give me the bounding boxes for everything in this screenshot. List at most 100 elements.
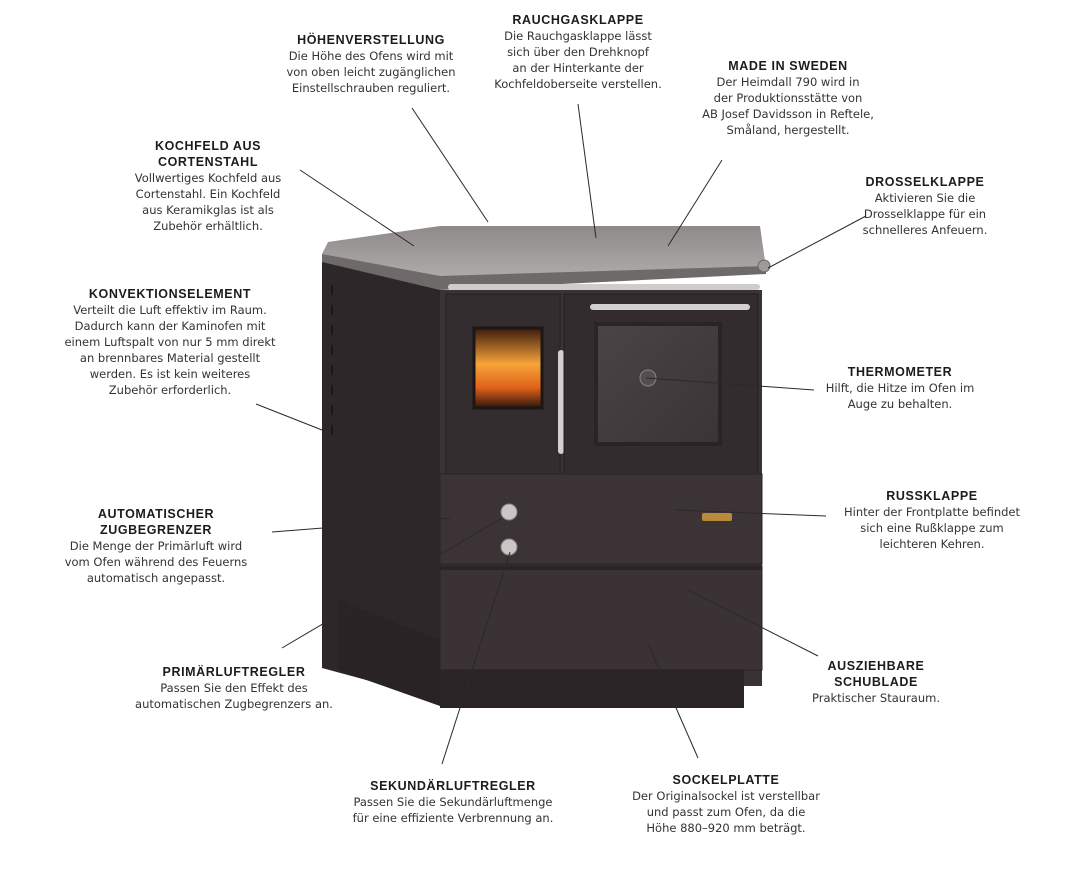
plinth-side bbox=[338, 600, 440, 706]
callout-text: Auge zu behalten. bbox=[847, 397, 953, 411]
callout-kochfeld: KOCHFELD AUS CORTENSTAHL Vollwertiges Ko… bbox=[108, 138, 308, 234]
callout-russklappe: RUSSKLAPPE Hinter der Frontplatte befind… bbox=[826, 488, 1038, 552]
callout-title: SEKUNDÄRLUFTREGLER bbox=[370, 779, 536, 793]
callout-text: Drosselklappe für ein bbox=[863, 207, 987, 221]
callout-text: werden. Es ist kein weiteres bbox=[89, 367, 251, 381]
callout-title: SOCKELPLATTE bbox=[672, 773, 780, 787]
callout-text: Praktischer Stauraum. bbox=[812, 691, 940, 705]
callout-title-line-2: CORTENSTAHL bbox=[157, 155, 259, 169]
callout-sekundaerluftregler: SEKUNDÄRLUFTREGLER Passen Sie die Sekund… bbox=[338, 778, 568, 826]
callout-title: RAUCHGASKLAPPE bbox=[512, 13, 644, 27]
callout-text: Die Höhe des Ofens wird mit bbox=[288, 49, 454, 63]
callout-text: vom Ofen während des Feuerns bbox=[64, 555, 248, 569]
callout-text: Aktivieren Sie die bbox=[874, 191, 976, 205]
callout-title-line-1: AUTOMATISCHER bbox=[97, 507, 215, 521]
callout-text: der Produktionsstätte von bbox=[713, 91, 863, 105]
throttle-knob bbox=[757, 259, 771, 273]
callout-title-line-2: ZUGBEGRENZER bbox=[99, 523, 213, 537]
callout-text: automatischen Zugbegrenzers an. bbox=[135, 697, 333, 711]
callout-text: für eine effiziente Verbrennung an. bbox=[352, 811, 554, 825]
callout-text: schnelleres Anfeuern. bbox=[862, 223, 988, 237]
callout-text: aus Keramikglas ist als bbox=[142, 203, 274, 217]
drawer-top-edge bbox=[440, 566, 762, 570]
plinth-front bbox=[440, 670, 744, 708]
callout-zugbegrenzer: AUTOMATISCHER ZUGBEGRENZER Die Menge der… bbox=[56, 506, 256, 586]
callout-text: Passen Sie den Effekt des bbox=[160, 681, 308, 695]
primary-air-knob bbox=[500, 503, 518, 521]
callout-title-line-2: SCHUBLADE bbox=[834, 675, 918, 689]
leader-drosselklappe bbox=[767, 215, 867, 269]
callout-text: Vollwertiges Kochfeld aus bbox=[134, 171, 282, 185]
callout-text: und passt zum Ofen, da die bbox=[646, 805, 806, 819]
callout-title: KONVEKTIONSELEMENT bbox=[88, 287, 252, 301]
callout-text: Hilft, die Hitze im Ofen im bbox=[825, 381, 975, 395]
callout-title: THERMOMETER bbox=[847, 365, 953, 379]
callout-text: Småland, hergestellt. bbox=[726, 123, 850, 137]
callout-text: Hinter der Frontplatte befindet bbox=[843, 505, 1021, 519]
leader-rauchgasklappe bbox=[577, 103, 597, 239]
callout-text: sich eine Rußklappe zum bbox=[860, 521, 1004, 535]
callout-title: RUSSKLAPPE bbox=[886, 489, 978, 503]
oven-handle bbox=[590, 304, 750, 310]
leader-sekundaerluftregler bbox=[441, 551, 511, 765]
callout-text: Verteilt die Luft effektiv im Raum. bbox=[73, 303, 267, 317]
leader-made-in-sweden bbox=[667, 159, 723, 247]
callout-thermometer: THERMOMETER Hilft, die Hitze im Ofen im … bbox=[810, 364, 990, 412]
callout-text: Die Rauchgasklappe lässt bbox=[504, 29, 652, 43]
callout-text: einem Luftspalt von nur 5 mm direkt bbox=[64, 335, 276, 349]
leader-hoehenverstellung bbox=[411, 107, 489, 223]
callout-rauchgasklappe: RAUCHGASKLAPPE Die Rauchgasklappe lässt … bbox=[478, 12, 678, 92]
callout-text: Höhe 880–920 mm beträgt. bbox=[646, 821, 806, 835]
callout-text: Der Originalsockel ist verstellbar bbox=[632, 789, 820, 803]
firebox-handle bbox=[558, 350, 564, 454]
callout-title: DROSSELKLAPPE bbox=[865, 175, 985, 189]
callout-title: MADE IN SWEDEN bbox=[728, 59, 848, 73]
leader-kochfeld bbox=[299, 169, 415, 247]
callout-hoehenverstellung: HÖHENVERSTELLUNG Die Höhe des Ofens wird… bbox=[266, 32, 476, 96]
firebox-window bbox=[472, 326, 544, 410]
oven-window bbox=[594, 322, 722, 446]
callout-text: Zubehör erforderlich. bbox=[108, 383, 232, 397]
callout-title: PRIMÄRLUFTREGLER bbox=[162, 665, 306, 679]
callout-title: HÖHENVERSTELLUNG bbox=[297, 33, 445, 47]
callout-text: Zubehör erhältlich. bbox=[153, 219, 263, 233]
callout-text: leichteren Kehren. bbox=[879, 537, 985, 551]
callout-text: sich über den Drehknopf bbox=[507, 45, 649, 59]
callout-sockelplatte: SOCKELPLATTE Der Originalsockel ist vers… bbox=[626, 772, 826, 836]
leader-schublade bbox=[687, 589, 819, 657]
leader-zugbegrenzer bbox=[271, 517, 451, 533]
towel-rail bbox=[448, 284, 760, 290]
brass-nameplate bbox=[702, 513, 732, 521]
callout-schublade: AUSZIEHBARE SCHUBLADE Praktischer Staura… bbox=[806, 658, 946, 706]
callout-text: Der Heimdall 790 wird in bbox=[716, 75, 860, 89]
callout-made-in-sweden: MADE IN SWEDEN Der Heimdall 790 wird in … bbox=[688, 58, 888, 138]
leader-primaerluftregler bbox=[281, 517, 503, 649]
drawer bbox=[439, 565, 763, 671]
callout-title-line-1: KOCHFELD AUS bbox=[154, 139, 262, 153]
leader-thermometer bbox=[645, 377, 815, 391]
hotplate-front-edge bbox=[322, 254, 766, 290]
callout-text: Kochfeldoberseite verstellen. bbox=[494, 77, 662, 91]
leader-sockelplatte bbox=[647, 643, 699, 759]
callout-text: Cortenstahl. Ein Kochfeld bbox=[135, 187, 281, 201]
callout-primaerluftregler: PRIMÄRLUFTREGLER Passen Sie den Effekt d… bbox=[124, 664, 344, 712]
callout-text: Dadurch kann der Kaminofen mit bbox=[74, 319, 266, 333]
convection-side-panel bbox=[322, 260, 440, 700]
callout-title-line-1: AUSZIEHBARE bbox=[827, 659, 925, 673]
callout-text: Die Menge der Primärluft wird bbox=[69, 539, 243, 553]
callout-drosselklappe: DROSSELKLAPPE Aktivieren Sie die Drossel… bbox=[830, 174, 1020, 238]
callout-konvektionselement: KONVEKTIONSELEMENT Verteilt die Luft eff… bbox=[50, 286, 290, 398]
callout-text: Passen Sie die Sekundärluftmenge bbox=[353, 795, 553, 809]
callout-text: an der Hinterkante der bbox=[512, 61, 644, 75]
callout-text: Einstellschrauben reguliert. bbox=[291, 81, 451, 95]
callout-text: an brennbares Material gestellt bbox=[79, 351, 261, 365]
callout-text: AB Josef Davidsson in Reftele, bbox=[702, 107, 874, 121]
leader-konvektionselement bbox=[255, 403, 323, 431]
leader-konvektion-lower bbox=[323, 595, 411, 653]
callout-text: automatisch angepasst. bbox=[86, 571, 226, 585]
callout-text: von oben leicht zugänglichen bbox=[286, 65, 456, 79]
leader-russklappe bbox=[675, 509, 827, 517]
